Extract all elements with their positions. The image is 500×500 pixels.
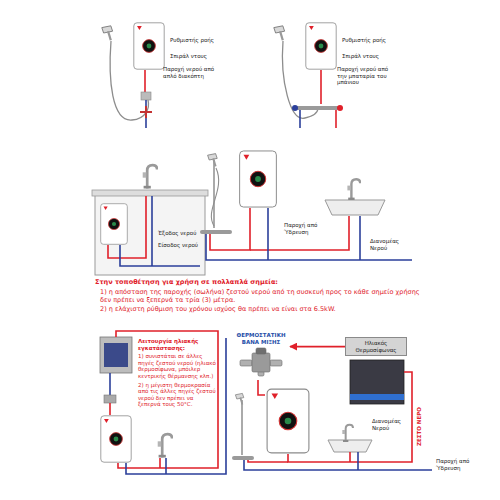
part-label: Παροχή από Ύδρευση	[284, 222, 326, 235]
under-sink-install-part	[92, 190, 208, 196]
shower-install-bath-mixer-part	[306, 23, 336, 69]
part-label: Σπιράλ ντους	[170, 53, 218, 60]
part-label: Παροχή νερού από απλό διακόπτη	[163, 66, 217, 79]
valve-body-part	[240, 360, 252, 366]
part-label: Έξοδος νερού	[158, 230, 202, 237]
solar-mixing-valve-install-part	[248, 460, 288, 462]
solar-mixing-valve-install-part	[328, 440, 372, 452]
solar-mixing-valve-install-part	[357, 452, 359, 470]
solar-mixing-valve-install-part	[241, 400, 243, 455]
shower-install-bath-mixer	[274, 23, 343, 128]
under-sink-install-part	[108, 196, 146, 258]
note-text: 2) η ελάχιστη ρύθμιση του χρόνου ισχύος …	[100, 306, 425, 314]
multi-point-install-part	[210, 208, 250, 250]
solar-mixing-valve-install-part	[244, 460, 432, 470]
part-label: Διανομέας Νερού	[372, 418, 408, 431]
shower-install-simple-valve-part	[102, 26, 113, 40]
note-text: 1) η απόσταση της παροχής (σωλήνα) ζεστο…	[100, 289, 425, 305]
multi-point-install-part	[250, 216, 349, 250]
under-sink-install-part	[120, 245, 200, 266]
multi-point-install-part	[325, 200, 385, 215]
solar-preheat-install-part	[158, 434, 172, 457]
solar-mixing-valve-install-part	[267, 389, 309, 453]
part-label: Είσοδος νερού	[158, 242, 202, 249]
solar-heater-box: Ηλιακός Θερμοσίφωνας	[345, 337, 407, 356]
note-text: 1) συνιστάται σε άλλες πηγές ζεστού νερο…	[138, 353, 216, 379]
multi-point-install-part	[267, 208, 269, 260]
solar-mixing-valve-install-part	[342, 425, 353, 442]
multi-point-install	[202, 151, 412, 260]
under-sink-install-part	[101, 204, 128, 245]
under-sink-install-part	[151, 196, 153, 266]
solar-preheat-install	[100, 331, 226, 474]
solar-preheat-install-part	[104, 343, 128, 367]
solar-mixing-valve-install-part	[350, 394, 404, 400]
solar-mixing-valve-install-part	[258, 380, 265, 395]
valve-body-part	[270, 360, 282, 366]
mixing-valve: ΘΕΡΜΟΣΤΑΤΙΚΗ ΒΑΝΑ ΜΙΞΗΣ	[232, 331, 290, 378]
under-sink-install	[92, 165, 208, 275]
valve-symbol	[234, 347, 288, 377]
multi-point-install-part	[213, 160, 215, 228]
multi-point-install-part	[211, 168, 218, 226]
solar-mixing-valve-install-part	[349, 452, 351, 462]
multi-point-install-part	[347, 179, 360, 200]
part-label: Διανομέας Νερού	[370, 238, 414, 251]
note-heading: Στην τοποθέτηση για χρήση σε πολλαπλά ση…	[95, 279, 425, 287]
solar-preheat-install-part	[101, 416, 131, 462]
shower-install-simple-valve-part	[144, 70, 146, 92]
shower-install-bath-mixer-part	[299, 110, 301, 128]
solar-preheat-install-part	[109, 403, 111, 415]
note-text: 2) η μέγιστη θερμοκρασία από τις άλλες π…	[138, 382, 216, 408]
under-sink-install-part	[143, 165, 157, 188]
shower-install-bath-mixer-part	[335, 110, 337, 128]
shower-install-bath-mixer-part	[292, 105, 298, 111]
shower-install-bath-mixer-part	[295, 106, 340, 110]
part-label: Παροχή νερού από την μπαταρία του μπάνιο…	[337, 66, 397, 86]
solar-mixing-valve-install-part	[235, 393, 243, 404]
shower-install-simple-valve-part	[140, 106, 152, 118]
shower-install-bath-mixer-part	[274, 26, 285, 40]
node-heading: Ηλιακός Θερμοσίφωνας	[349, 340, 403, 353]
pipe-label: ΖΕΣΤΟ ΝΕΡΟ	[416, 407, 423, 446]
multi-point-install-part	[240, 151, 277, 207]
part-label: Ρυθμιστής ροής	[170, 37, 218, 44]
multi-point-install-part	[208, 154, 218, 167]
part-label: Σπιράλ ντους	[342, 53, 392, 60]
node-heading: ΘΕΡΜΟΣΤΑΤΙΚΗ ΒΑΝΑ ΜΙΞΗΣ	[233, 332, 289, 345]
solar-mixing-valve-install-part	[288, 372, 412, 462]
shower-install-bath-mixer-part	[337, 105, 343, 111]
shower-install-simple-valve-part	[134, 23, 164, 69]
solar-preheat-install-part	[159, 458, 161, 468]
shower-install-bath-mixer-part	[320, 70, 322, 104]
solar-preheat-install-part	[109, 373, 111, 395]
solar-preheat-install-part	[100, 337, 132, 373]
shower-install-simple-valve	[102, 23, 164, 128]
valve-body-part	[256, 348, 266, 354]
under-sink-install-part	[95, 195, 205, 275]
solar-preheat-install-part	[165, 458, 167, 474]
note-heading: Λειτουργία ηλιακής εγκατάστασης:	[138, 338, 216, 351]
multi-point-install-part	[206, 234, 412, 260]
solar-mixing-valve-install-part	[350, 360, 404, 404]
valve-body-part	[252, 353, 270, 372]
multi-point-install-part	[359, 216, 361, 260]
shower-install-simple-valve-part	[141, 92, 151, 100]
multi-point-install-part	[202, 230, 230, 234]
solar-mixing-valve-install	[234, 360, 432, 470]
hot-water-pipe	[290, 346, 345, 348]
solar-preheat-install-part	[126, 338, 226, 474]
part-label: Παροχή από Ύδρευση	[436, 458, 482, 471]
solar-mixing-valve-install-part	[234, 456, 252, 460]
valve-body-part	[258, 371, 264, 376]
part-label: Ρυθμιστής ροής	[342, 37, 392, 44]
solar-preheat-install-part	[104, 395, 116, 403]
